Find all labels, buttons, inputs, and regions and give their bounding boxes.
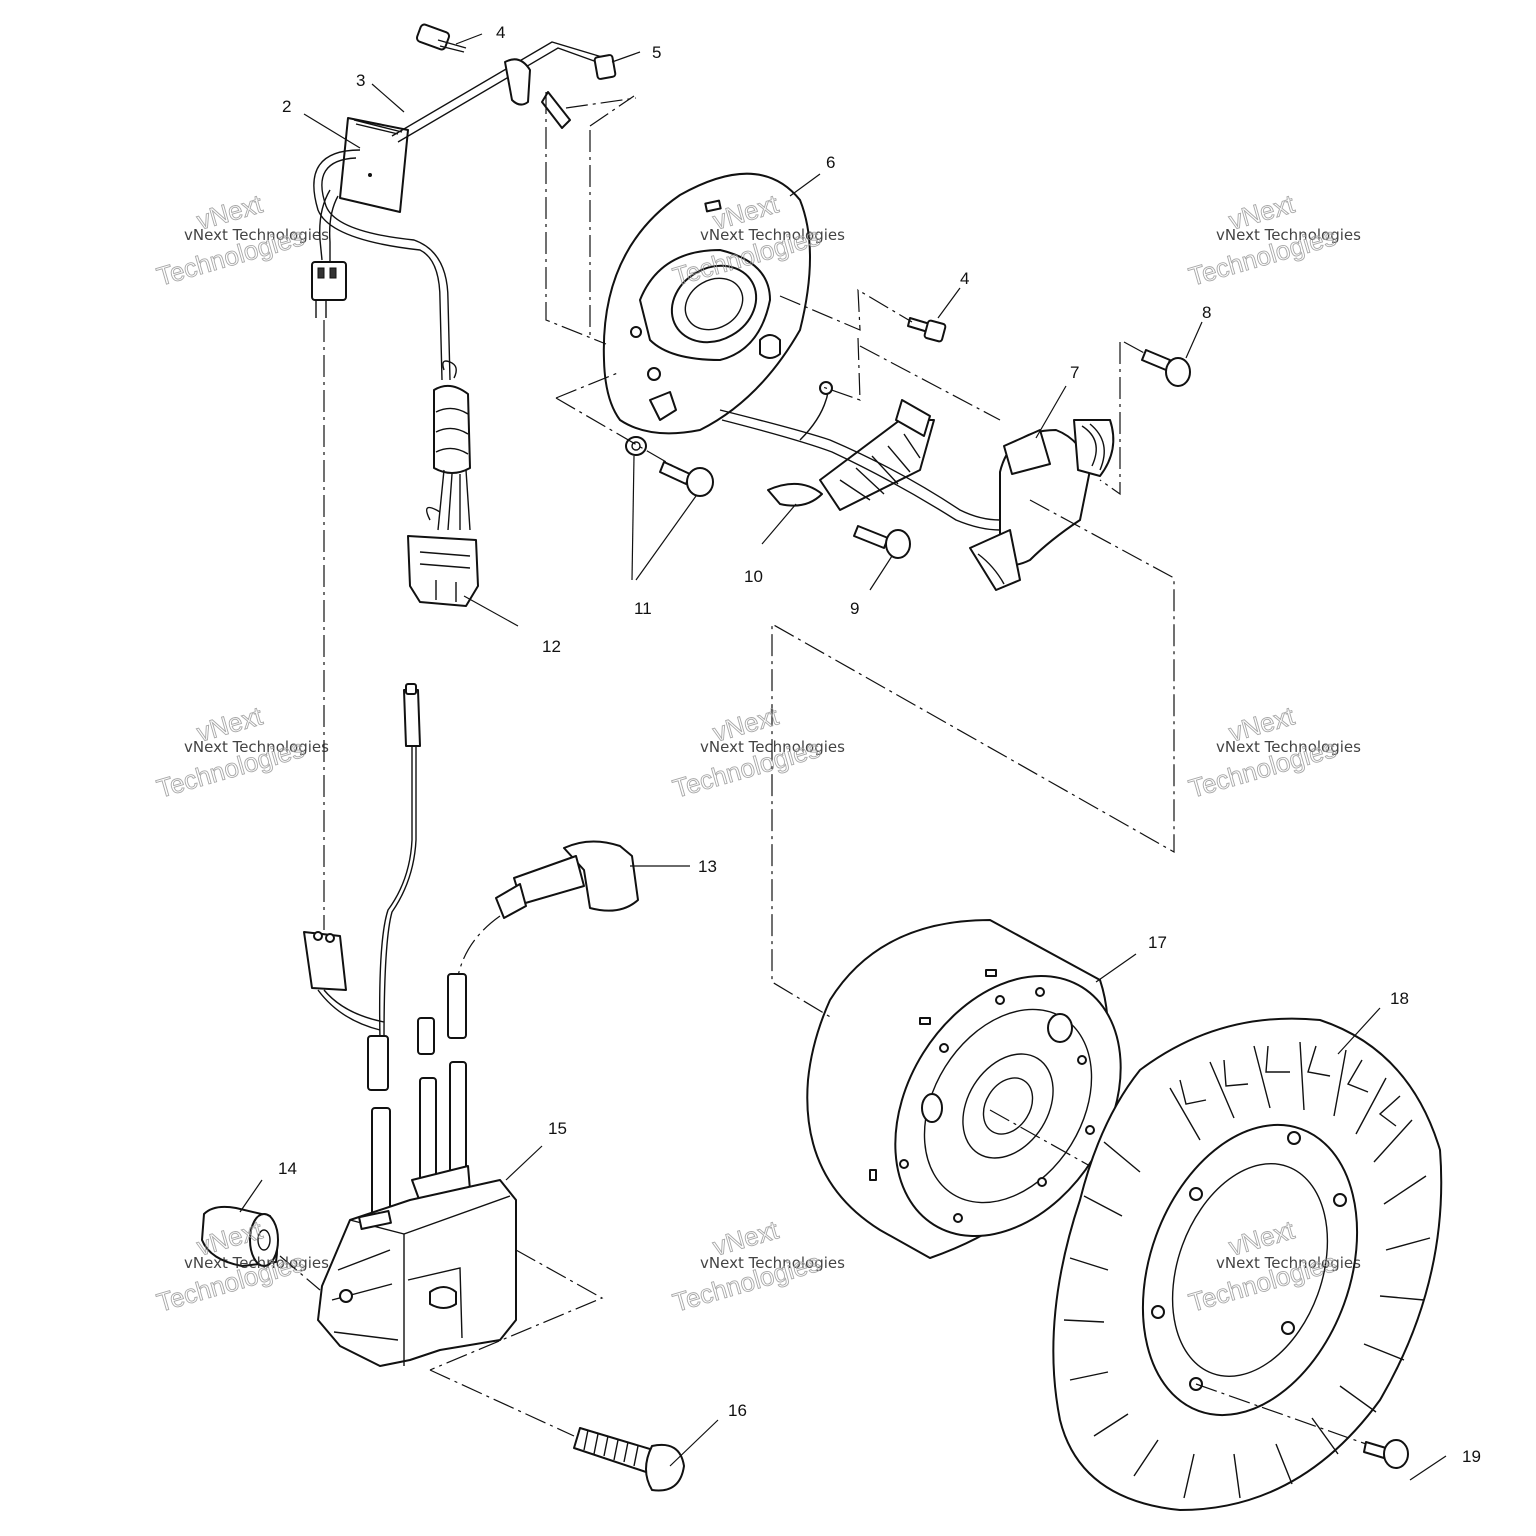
part-stator-plate [602,172,811,435]
bolt-4-top [415,23,467,53]
svg-text:vNext Technologies: vNext Technologies [700,738,845,756]
part-connector-plug [303,931,385,1031]
callout-5: 5 [652,43,661,62]
callout-6: 6 [826,153,835,172]
callout-4-right: 4 [960,269,969,288]
part-coil-bracket [969,419,1115,591]
callout-15: 15 [548,1119,567,1138]
callout-18: 18 [1390,989,1409,1008]
watermark-bottom-left: vNext vNext Technologies Technologies [153,1214,329,1318]
part-ignition-coil [317,1061,517,1367]
svg-text:vNext Technologies: vNext Technologies [1216,1254,1361,1272]
callout-12: 12 [542,637,561,656]
watermark-bottom-mid: vNext vNext Technologies Technologies [669,1214,845,1318]
callout-16: 16 [728,1401,747,1420]
svg-text:vNext Technologies: vNext Technologies [184,738,329,756]
screw-4-stator [907,317,947,343]
callout-7: 7 [1070,363,1079,382]
callout-2: 2 [282,97,291,116]
callout-19: 19 [1462,1447,1481,1466]
part-spacer [201,1205,279,1267]
part-screw-19 [1363,1439,1409,1469]
callout-13: 13 [698,857,717,876]
part-sleeves [367,973,467,1091]
watermark-top-right: vNext vNext Technologies Technologies [1185,188,1361,292]
part-wiring-harness [311,149,479,607]
part-bolt-16 [573,1427,685,1492]
watermark-top-left: vNext vNext Technologies Technologies [153,188,329,292]
part-cooling-fan [1052,1017,1443,1511]
callout-11: 11 [634,599,652,618]
callout-10: 10 [744,567,763,586]
watermark-mid-left: vNext vNext Technologies Technologies [153,700,329,804]
svg-text:vNext Technologies: vNext Technologies [184,226,329,244]
svg-text:vNext Technologies: vNext Technologies [1216,738,1361,756]
watermark-mid-right: vNext vNext Technologies Technologies [1185,700,1361,804]
svg-text:vNext Technologies: vNext Technologies [700,226,845,244]
callout-17: 17 [1148,933,1167,952]
callout-9: 9 [850,599,859,618]
callout-8: 8 [1202,303,1211,322]
svg-text:vNext Technologies: vNext Technologies [1216,226,1361,244]
screw-and-washer-11 [625,436,714,497]
screw-8 [1141,349,1191,387]
callout-14: 14 [278,1159,297,1178]
callout-3: 3 [356,71,365,90]
watermark-mid-mid: vNext vNext Technologies Technologies [669,700,845,804]
part-spark-plug-cap [457,840,639,977]
part-coil-winding [719,381,1001,531]
leader-lines [239,33,1447,1481]
part-harness-rod [391,23,617,143]
callout-labels: 2 3 4 5 6 4 8 7 10 11 9 12 13 17 18 14 1… [278,23,1481,1466]
part-flywheel [806,919,1122,1259]
svg-text:vNext Technologies: vNext Technologies [700,1254,845,1272]
part-ignition-lead [378,683,421,1041]
part-regulator-block [339,117,409,213]
callout-4-top: 4 [496,23,505,42]
part-small-connector-left [311,261,347,318]
screw-9 [853,525,911,559]
svg-text:vNext Technologies: vNext Technologies [184,1254,329,1272]
assembly-lines [279,92,1367,1445]
